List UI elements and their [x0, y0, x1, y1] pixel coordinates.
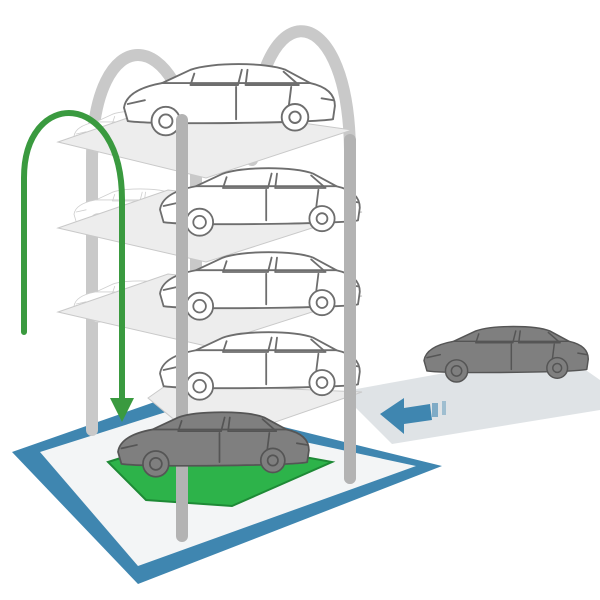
down-arrow-loop-icon [21, 110, 134, 422]
left-arrow-icon [380, 398, 446, 434]
tower-frame-front [176, 114, 356, 542]
